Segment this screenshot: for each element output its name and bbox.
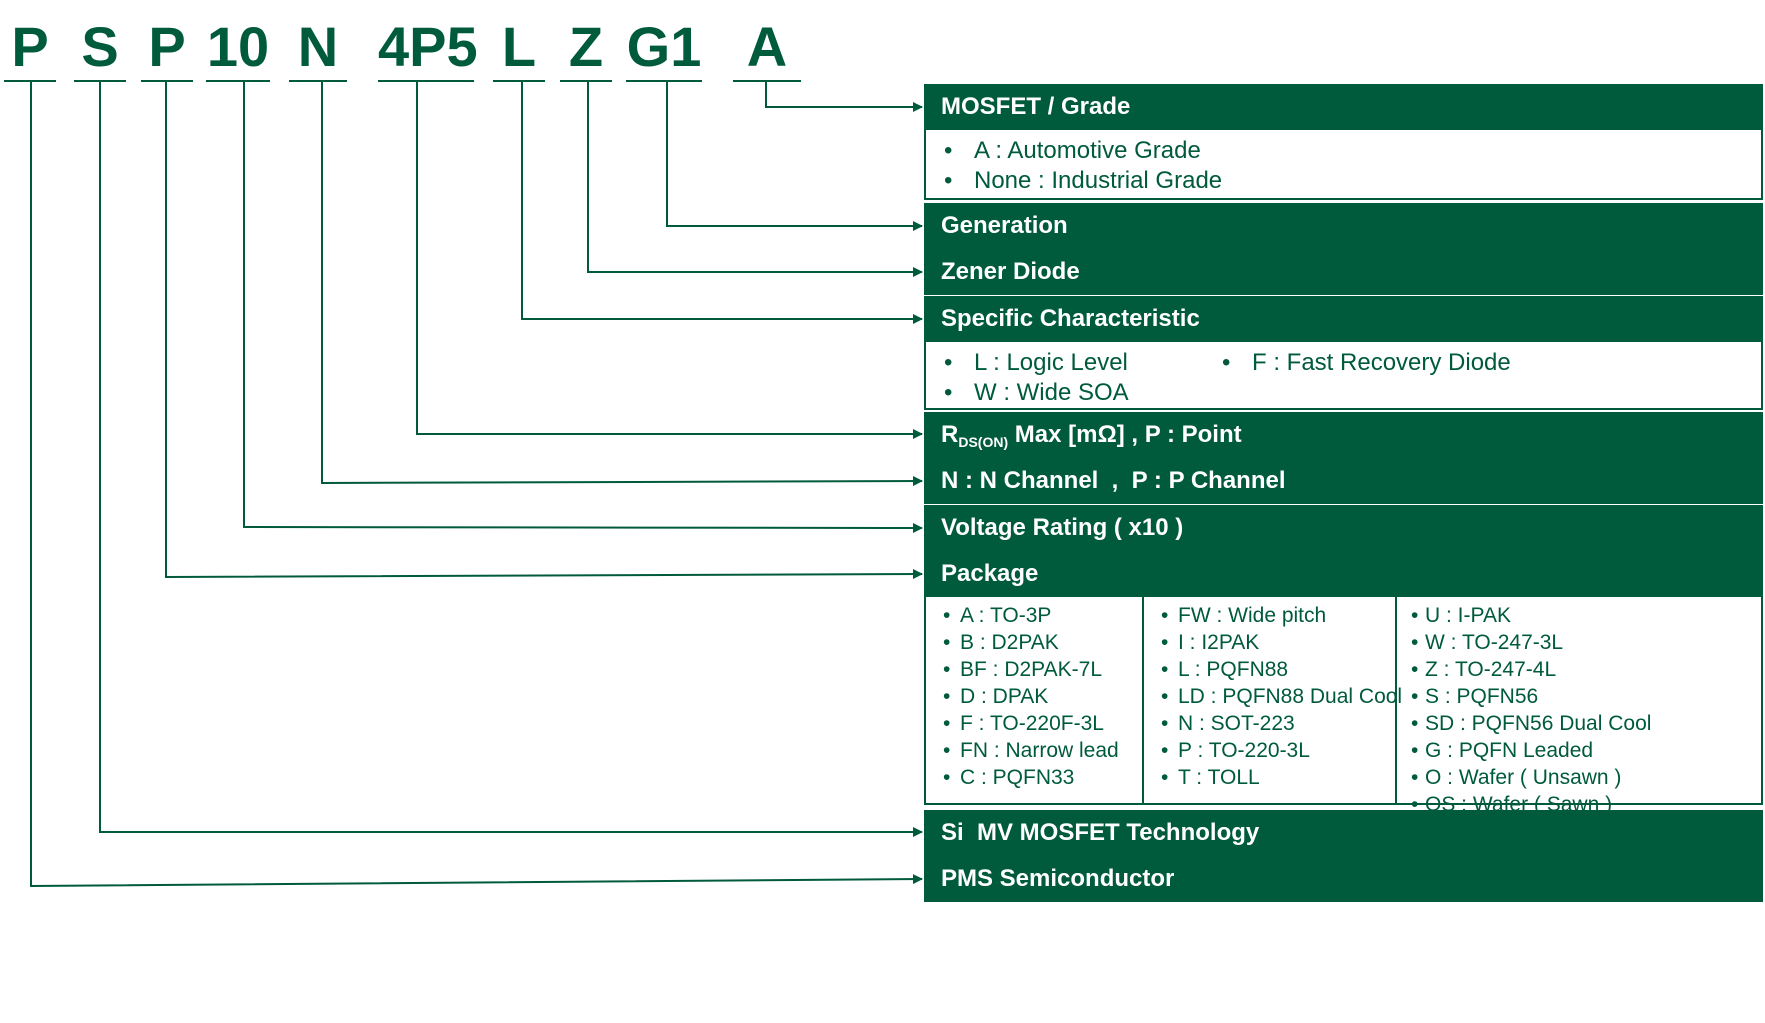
rds-symbol: R	[941, 421, 959, 448]
list-item: A : TO-3P	[926, 602, 1142, 629]
list-item: L : PQFN88	[1144, 656, 1395, 683]
list-item: D : DPAK	[926, 683, 1142, 710]
list-item: SD : PQFN56 Dual Cool	[1397, 710, 1761, 737]
rds-subscript: DS(ON)	[958, 434, 1009, 450]
package-column-1: A : TO-3P B : D2PAK BF : D2PAK-7L D : DP…	[926, 597, 1142, 803]
list-item-grade-a: A : Automotive Grade	[926, 136, 1761, 166]
code-char-n: N	[289, 14, 347, 82]
list-item: W : TO-247-3L	[1397, 629, 1761, 656]
list-item-grade-none: None : Industrial Grade	[926, 166, 1761, 196]
header-technology: Si MV MOSFET Technology	[924, 810, 1763, 856]
header-company: PMS Semiconductor	[924, 856, 1763, 902]
header-rds-on: RDS(ON) Max [mΩ] , P : Point	[924, 412, 1763, 458]
header-grade: MOSFET / Grade	[924, 84, 1763, 130]
list-item-logic-level: L : Logic Level	[926, 348, 1129, 378]
box-package: A : TO-3P B : D2PAK BF : D2PAK-7L D : DP…	[924, 597, 1763, 818]
code-char-p2: P	[141, 14, 193, 82]
connector-n	[321, 81, 923, 487]
list-item: B : D2PAK	[926, 629, 1142, 656]
box-specific-characteristic: L : Logic Level W : Wide SOA F : Fast Re…	[924, 342, 1763, 410]
connector-g1	[666, 81, 923, 231]
package-column-3: U : I-PAK W : TO-247-3L Z : TO-247-4L S …	[1395, 597, 1761, 818]
connector-p2	[165, 81, 923, 580]
connector-l	[521, 81, 923, 324]
connector-a	[765, 81, 923, 112]
list-item: LD : PQFN88 Dual Cool	[1144, 683, 1402, 710]
header-generation: Generation	[924, 203, 1763, 249]
list-item-fast-recovery-diode: F : Fast Recovery Diode	[1204, 348, 1511, 378]
header-package: Package	[924, 551, 1763, 597]
code-char-10: 10	[206, 14, 270, 82]
list-item: FN : Narrow lead	[926, 737, 1142, 764]
box-grade: A : Automotive Grade None : Industrial G…	[924, 130, 1763, 200]
connector-p1	[30, 81, 923, 888]
list-item: S : PQFN56	[1397, 683, 1761, 710]
header-specific-characteristic: Specific Characteristic	[924, 296, 1763, 342]
list-item: U : I-PAK	[1397, 602, 1761, 629]
connector-4p5	[416, 81, 923, 439]
code-char-g1: G1	[626, 14, 702, 82]
list-item: F : TO-220F-3L	[926, 710, 1142, 737]
header-voltage-rating: Voltage Rating ( x10 )	[924, 505, 1763, 551]
connector-z	[587, 81, 923, 277]
code-char-4p5: 4P5	[378, 14, 478, 82]
list-item-wide-soa: W : Wide SOA	[926, 378, 1129, 408]
connector-s	[99, 81, 923, 837]
list-item: T : TOLL	[1144, 764, 1395, 791]
package-column-2: FW : Wide pitch I : I2PAK L : PQFN88 LD …	[1142, 597, 1402, 803]
code-char-s: S	[74, 14, 126, 82]
list-item: C : PQFN33	[926, 764, 1142, 791]
list-item: I : I2PAK	[1144, 629, 1395, 656]
list-item: BF : D2PAK-7L	[926, 656, 1142, 683]
list-item: FW : Wide pitch	[1144, 602, 1395, 629]
list-item: P : TO-220-3L	[1144, 737, 1395, 764]
list-item: Z : TO-247-4L	[1397, 656, 1761, 683]
header-zener-diode: Zener Diode	[924, 249, 1763, 295]
code-char-z: Z	[560, 14, 612, 82]
rds-title-rest: Max [mΩ] , P : Point	[1008, 421, 1242, 448]
list-item: N : SOT-223	[1144, 710, 1395, 737]
header-channel: N : N Channel , P : P Channel	[924, 458, 1763, 504]
list-item: G : PQFN Leaded	[1397, 737, 1761, 764]
code-char-l: L	[493, 14, 545, 82]
connector-10	[243, 81, 923, 533]
list-item: O : Wafer ( Unsawn )	[1397, 764, 1761, 791]
